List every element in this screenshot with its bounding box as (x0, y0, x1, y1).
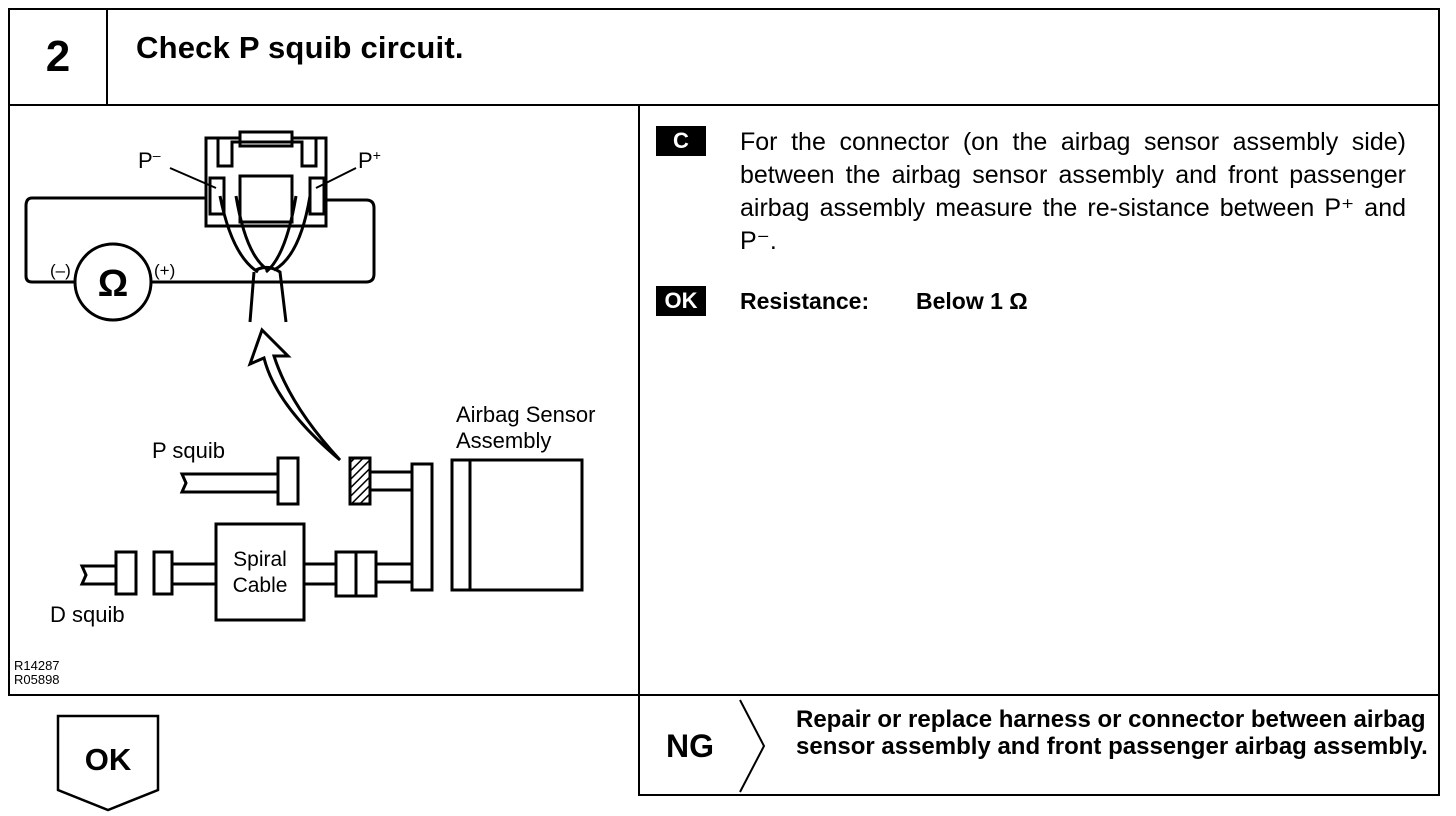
check-instruction: For the connector (on the airbag sensor … (740, 128, 1406, 255)
meter-loop-wire (24, 196, 376, 284)
check-badge: C (656, 126, 706, 156)
ng-label: NG (666, 728, 714, 764)
meter-minus-label: (–) (50, 261, 71, 280)
resistance-value: Below 1 Ω (916, 288, 1028, 314)
p-squib-label: P squib (152, 438, 225, 463)
p-minus-label: P– (138, 147, 161, 173)
sensor-harness (368, 462, 434, 592)
p-plus-label: P+ (358, 147, 381, 173)
step-number-cell (8, 8, 108, 106)
d-squib-label: D squib (50, 602, 125, 627)
content-frame (8, 104, 1440, 696)
figure-code-1: R14287 (14, 658, 60, 673)
ok-down-arrow-icon: OK (56, 714, 160, 812)
connector-wires (218, 195, 312, 323)
column-divider (638, 104, 640, 796)
figure-code-2: R05898 (14, 672, 60, 687)
disconnected-connector (348, 456, 372, 506)
spiral-label-line1: Spiral (233, 548, 287, 571)
step-title: Check P squib circuit. (136, 30, 464, 65)
sensor-label-line1: Airbag Sensor (456, 402, 595, 427)
step-number: 2 (45, 32, 71, 81)
meter-plus-label: (+) (154, 261, 175, 280)
ng-result-box (638, 696, 1440, 796)
ng-chevron-icon (739, 699, 766, 793)
ok-badge: OK (656, 286, 706, 316)
ohmmeter: Ω (73, 242, 153, 322)
d-squib (79, 550, 174, 596)
zoom-arrow (247, 327, 342, 462)
ohm-symbol: Ω (98, 263, 128, 305)
airbag-sensor-assembly (450, 458, 584, 592)
ok-arrow-label: OK (85, 742, 132, 777)
spiral-cable (170, 522, 378, 622)
resistance-label: Resistance: (740, 288, 870, 314)
ng-action-text: Repair or replace harness or connector b… (796, 706, 1428, 760)
p-squib (179, 456, 300, 506)
sensor-label-line2: Assembly (456, 428, 551, 453)
connector (204, 130, 328, 228)
spiral-label-line2: Cable (233, 574, 288, 597)
squib-circuit-diagram: Ω (–) (+) P– P+ Airbag Sensor Assembly P… (14, 130, 595, 687)
